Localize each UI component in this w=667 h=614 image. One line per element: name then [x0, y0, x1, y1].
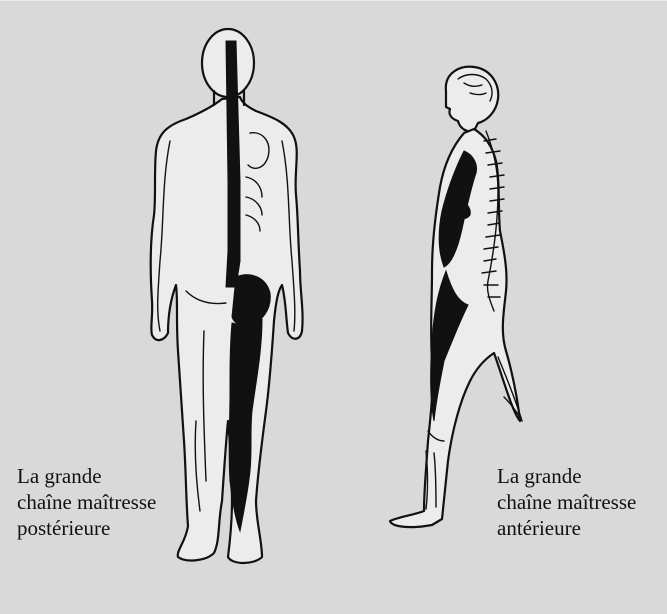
caption-anterior-line1: La grande: [497, 463, 636, 489]
posterior-figure: [151, 29, 303, 563]
caption-anterior-line3: antérieure: [497, 515, 636, 541]
caption-posterior-line3: postérieure: [17, 515, 156, 541]
caption-posterior-line1: La grande: [17, 463, 156, 489]
posterior-body-outline: [151, 97, 303, 563]
caption-anterior-line2: chaîne maîtresse: [497, 489, 636, 515]
caption-posterior-chain: La grande chaîne maîtresse postérieure: [17, 463, 156, 541]
caption-posterior-line2: chaîne maîtresse: [17, 489, 156, 515]
caption-anterior-chain: La grande chaîne maîtresse antérieure: [497, 463, 636, 541]
anterior-figure: [390, 67, 522, 527]
